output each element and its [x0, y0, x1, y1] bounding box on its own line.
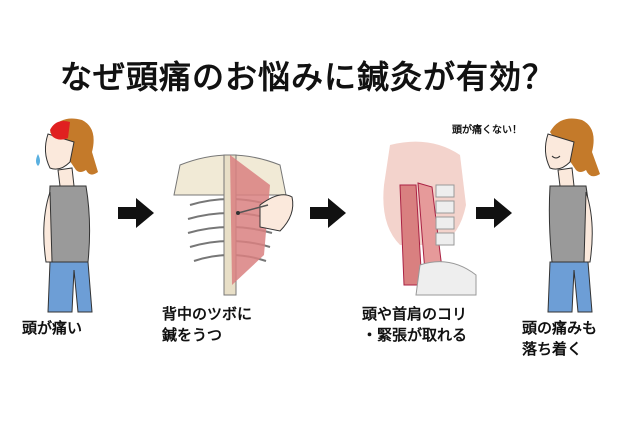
arrow-right-icon — [118, 198, 154, 228]
step-3-caption-line: ・緊張が取れる — [362, 326, 468, 344]
step-1-caption-line: 頭が痛い — [22, 319, 83, 337]
woman-headache-illustration — [36, 118, 98, 313]
woman-relieved-illustration — [544, 118, 600, 313]
step-1-caption: 頭が痛い — [22, 318, 82, 339]
back-acupuncture-illustration — [173, 154, 294, 296]
step-3-caption: 頭や首肩のコリ ・緊張が取れる — [362, 304, 467, 346]
step-4-caption-line: 頭の痛みも — [522, 319, 598, 337]
arrow-right-icon — [476, 198, 512, 228]
page-title: なぜ頭痛のお悩みに鍼灸が有効？ — [60, 58, 556, 96]
step-4-caption: 頭の痛みも 落ち着く — [522, 318, 597, 360]
speech-text: 頭が痛くない！ — [452, 125, 522, 136]
step-4-caption-line: 落ち着く — [522, 340, 583, 358]
step-3-caption-line: 頭や首肩のコリ — [362, 305, 468, 323]
step-2-caption-line: 背中のツボに — [162, 305, 253, 323]
neck-muscles-illustration — [383, 141, 477, 296]
step-2-caption-line: 鍼をうつ — [162, 326, 223, 344]
step-2-caption: 背中のツボに 鍼をうつ — [162, 304, 252, 346]
arrow-right-icon — [310, 198, 346, 228]
